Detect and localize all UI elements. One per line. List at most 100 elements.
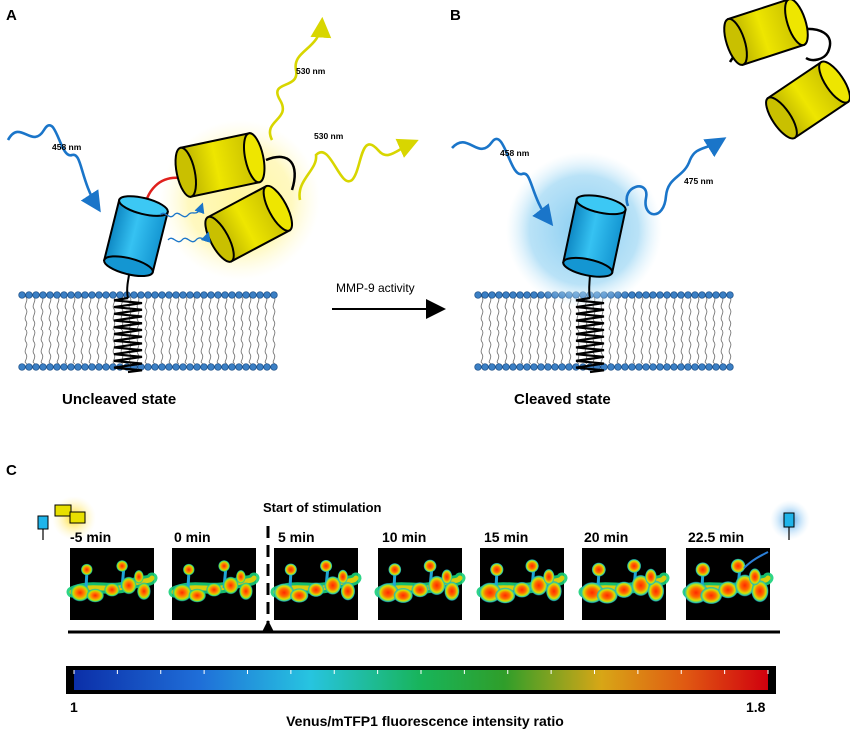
excitation-wave-b: [451, 137, 554, 227]
lipid-head: [74, 291, 82, 299]
lipid-head: [235, 291, 243, 299]
lipid-head: [705, 291, 713, 299]
lipid-head: [635, 291, 643, 299]
lipid-head: [726, 363, 734, 371]
lipid-head: [270, 363, 278, 371]
emission-label-b: 475 nm: [684, 176, 714, 186]
panel-a-letter: A: [6, 7, 17, 24]
lipid-head: [25, 291, 33, 299]
lipid-head: [95, 291, 103, 299]
venus-barrel-detached-2: [765, 60, 850, 140]
stimulation-arrowhead: [262, 620, 274, 632]
lipid-head: [670, 363, 678, 371]
time-label: -5 min: [70, 529, 111, 545]
lipid-head: [677, 363, 685, 371]
lipid-head: [179, 363, 187, 371]
lipid-head: [46, 291, 54, 299]
lipid-head: [242, 363, 250, 371]
lipid-head: [207, 363, 215, 371]
lipid-head: [712, 291, 720, 299]
stimulation-label: Start of stimulation: [263, 500, 382, 515]
lipid-head: [530, 291, 538, 299]
venus-linker: [265, 155, 296, 191]
excitation-label-a: 458 nm: [52, 142, 82, 152]
lipid-head: [263, 291, 271, 299]
lipid-head: [663, 291, 671, 299]
lipid-head: [691, 291, 699, 299]
lipid-head: [186, 363, 194, 371]
lipid-head: [39, 291, 47, 299]
emission-wave-a-2: [298, 138, 419, 201]
cleaved-sensor-icon: [770, 500, 810, 540]
lipid-head: [677, 291, 685, 299]
lipid-head: [53, 291, 61, 299]
ratio-frame: [374, 548, 466, 620]
lipid-head: [502, 291, 510, 299]
ratio-frame: [578, 548, 670, 620]
lipid-head: [67, 291, 75, 299]
lipid-head: [137, 291, 145, 299]
lipid-head: [221, 363, 229, 371]
lipid-head: [25, 363, 33, 371]
lipid-head: [67, 363, 75, 371]
lipid-head: [481, 363, 489, 371]
time-label: 20 min: [584, 529, 628, 545]
lipid-head: [102, 291, 110, 299]
ratio-gradient: [74, 670, 768, 690]
ratio-frame: [476, 548, 568, 620]
fret-transfer-wave-2: [167, 231, 211, 243]
lipid-head: [642, 363, 650, 371]
ratio-frame: [682, 548, 774, 620]
lipid-head: [18, 363, 26, 371]
lipid-head: [165, 363, 173, 371]
lipid-head: [200, 363, 208, 371]
lipid-head: [537, 363, 545, 371]
lipid-head: [46, 363, 54, 371]
lipid-head: [81, 291, 89, 299]
membrane-a: [18, 291, 278, 371]
lipid-head: [172, 291, 180, 299]
lipid-head: [628, 291, 636, 299]
lipid-head: [207, 291, 215, 299]
excitation-wave-a: [6, 124, 101, 213]
lipid-head: [523, 363, 531, 371]
emission-wave-b: [625, 137, 727, 216]
lipid-head: [214, 363, 222, 371]
ratio-frame: [168, 548, 260, 620]
emission-wave-a-1: [268, 16, 332, 141]
venus-barrel-1: [174, 132, 266, 198]
lipid-head: [172, 363, 180, 371]
lipid-head: [60, 291, 68, 299]
lipid-head: [256, 363, 264, 371]
time-label: 5 min: [278, 529, 315, 545]
scale-min-label: 1: [70, 699, 78, 715]
lipid-head: [60, 363, 68, 371]
lipid-head: [88, 291, 96, 299]
lipid-head: [698, 291, 706, 299]
lipid-head: [726, 291, 734, 299]
membrane-b: [474, 291, 734, 371]
lipid-head: [256, 291, 264, 299]
time-label: 15 min: [484, 529, 528, 545]
uncleaved-sensor-icon: [37, 496, 96, 540]
panel-b: B 458 nm 475 nm: [450, 0, 850, 408]
lipid-head: [705, 363, 713, 371]
ratio-image-strip: [66, 548, 774, 620]
lipid-head: [193, 363, 201, 371]
lipid-head: [249, 291, 257, 299]
fret-transfer-wave-1: [159, 202, 205, 218]
lipid-head: [516, 363, 524, 371]
lipid-head: [158, 291, 166, 299]
lipid-head: [712, 363, 720, 371]
lipid-head: [130, 291, 138, 299]
lipid-head: [502, 363, 510, 371]
lipid-head: [109, 291, 117, 299]
lipid-head: [558, 363, 566, 371]
lipid-head: [221, 291, 229, 299]
cleaved-state-label: Cleaved state: [514, 391, 611, 408]
lipid-head: [684, 363, 692, 371]
lipid-head: [670, 291, 678, 299]
lipid-head: [74, 363, 82, 371]
lipid-head: [53, 363, 61, 371]
lipid-head: [81, 363, 89, 371]
